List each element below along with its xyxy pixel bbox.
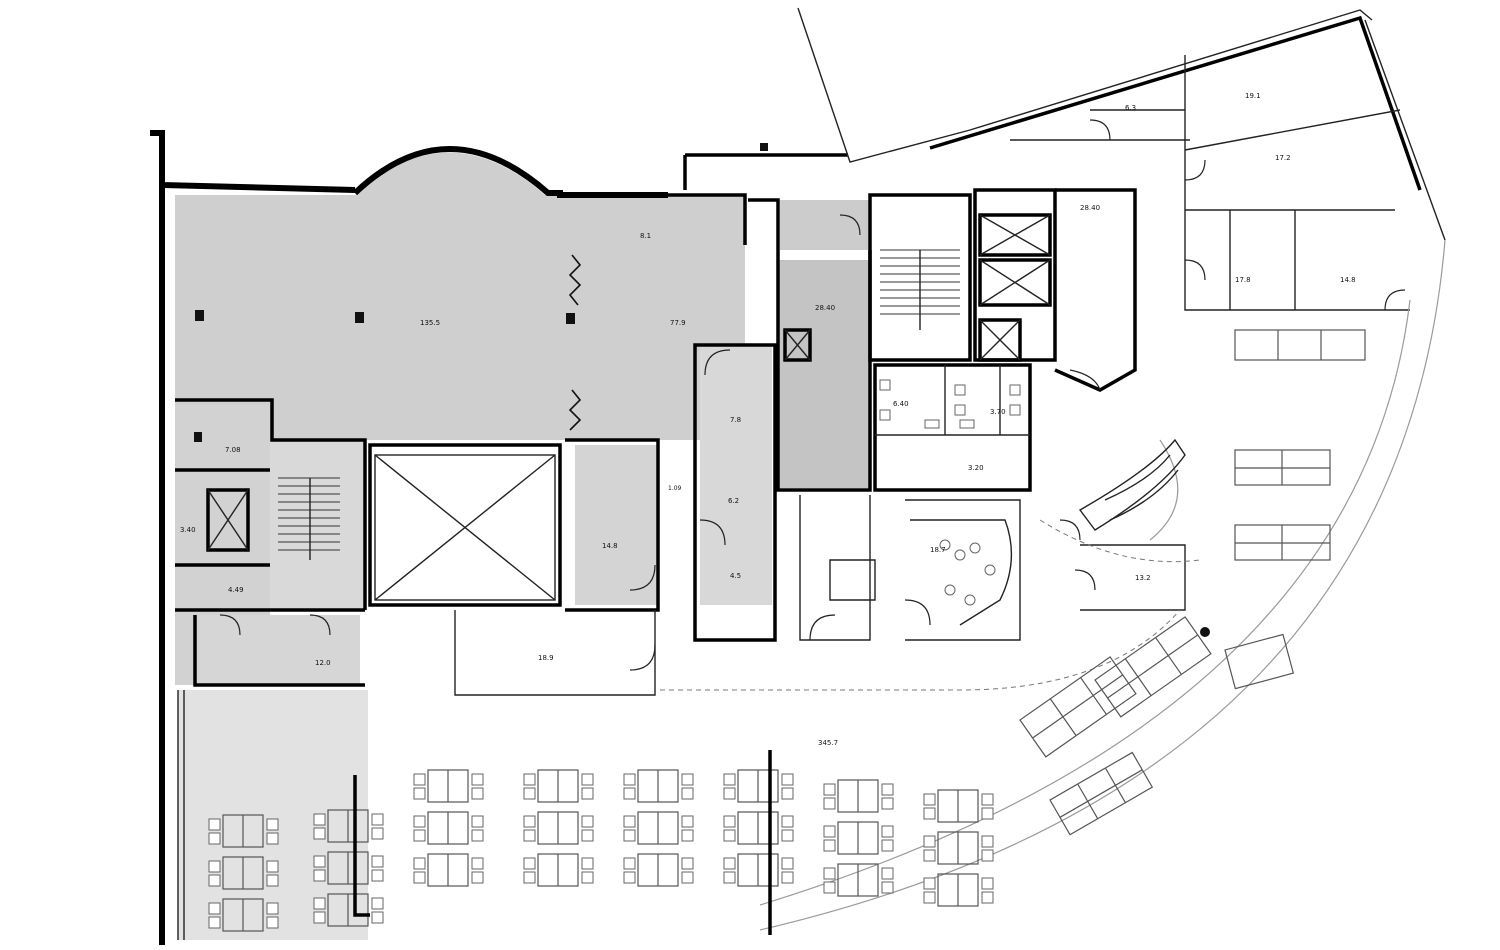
doors: [219, 119, 1406, 671]
label-wc-b: 3.70: [990, 408, 1006, 416]
label-main-area: 135.5: [420, 319, 440, 327]
workstation-cluster: [623, 769, 694, 887]
top-mid-wall: [668, 193, 747, 245]
label-meeting-right: 13.2: [1135, 574, 1151, 582]
folding-partition: [568, 254, 582, 431]
window-mullions-left: [177, 690, 185, 940]
top-mid-fill: [780, 200, 870, 250]
label-top-small: 8.1: [640, 232, 651, 240]
label-top-right-a: 6.3: [1125, 104, 1136, 112]
room-fills: [175, 152, 870, 940]
label-top-right-c: 17.2: [1275, 154, 1291, 162]
bay-wall: [352, 146, 668, 198]
circulation-path: [660, 519, 1201, 691]
label-lounge: 18.7: [930, 546, 946, 554]
left-exterior-wall: [150, 130, 356, 193]
label-left-d: 12.0: [315, 659, 331, 667]
curved-facade: [759, 239, 1446, 931]
diagonal-boundary: [797, 7, 1373, 163]
label-mid-b: 14.8: [602, 542, 618, 550]
workstation-cluster: [313, 809, 384, 927]
label-hall-center: 28.40: [815, 304, 835, 312]
mid-small-fill: [700, 345, 772, 605]
mid-room-fill: [575, 445, 657, 605]
open-space-partition-left: [353, 775, 370, 917]
top-tower-wall: [683, 153, 848, 190]
wc-fixtures: [879, 379, 1021, 429]
stairs: [278, 249, 960, 560]
left-lower-fill: [195, 615, 360, 685]
label-lift-right: 28.40: [1080, 204, 1100, 212]
workstation-cluster: [523, 769, 594, 887]
workstation-cluster: [723, 769, 794, 887]
exterior-walls: [150, 7, 1446, 945]
label-top-right-b: 19.1: [1245, 92, 1261, 100]
label-mid-a: 7.8: [730, 416, 741, 424]
interior-walls: [175, 55, 1410, 696]
right-top-wall: [929, 15, 1422, 191]
columns: [194, 143, 1210, 637]
workstation-cluster: [923, 789, 994, 907]
room-labels: 135.5 345.7 77.9 8.1 28.40 28.40 6.3 19.…: [180, 92, 1356, 747]
lounge: [910, 438, 1186, 626]
label-left-a: 7.08: [225, 446, 241, 454]
label-small-center: 1.09: [668, 485, 682, 492]
curved-workstations: [1019, 329, 1366, 836]
elevators: [206, 213, 1052, 552]
label-center-room: 77.9: [670, 319, 686, 327]
label-left-b: 3.40: [180, 526, 196, 534]
label-wc-c: 3.20: [968, 464, 984, 472]
label-right-mid-a: 17.8: [1235, 276, 1251, 284]
workstation-cluster: [823, 779, 894, 897]
label-right-mid-b: 14.8: [1340, 276, 1356, 284]
main-hall-bay-fill: [355, 152, 545, 195]
open-space-left-fill: [178, 690, 368, 940]
label-wc-a: 6.40: [893, 400, 909, 408]
label-left-c: 4.49: [228, 586, 244, 594]
right-curtain-wall: [1364, 19, 1446, 241]
main-hall-fill: [175, 195, 745, 440]
label-mid-d: 4.5: [730, 572, 741, 580]
left-stair-fill: [270, 440, 365, 610]
workstations: [208, 769, 994, 932]
atrium-void: [374, 454, 556, 601]
label-mid-c: 6.2: [728, 497, 739, 505]
label-open-space: 345.7: [818, 739, 838, 747]
label-mid-e: 18.9: [538, 654, 554, 662]
workstation-cluster: [208, 814, 279, 932]
workstation-cluster: [413, 769, 484, 887]
center-corridor-fill: [778, 260, 870, 488]
